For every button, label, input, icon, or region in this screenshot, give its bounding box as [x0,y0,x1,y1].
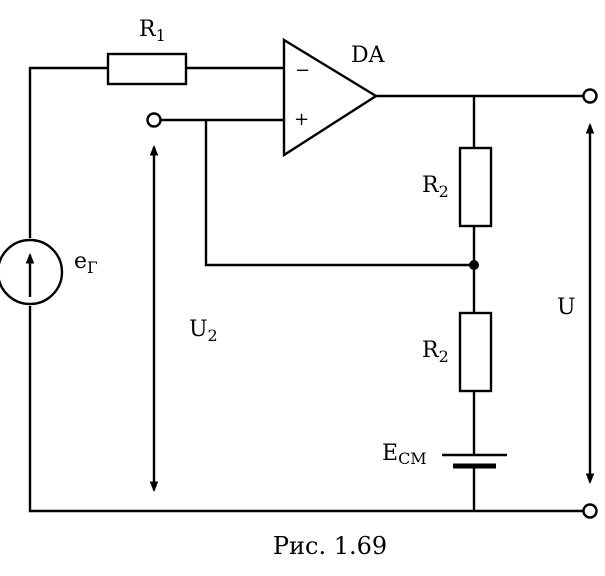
battery-ecm [442,453,507,469]
source-label: eГ [74,249,98,277]
wire-ground [28,306,583,513]
terminal-input [146,112,162,128]
wire-left-top [28,66,108,238]
terminal-output-top [582,88,598,104]
junction-node [469,260,479,270]
resistor-r2-bottom [458,311,493,393]
wire-feedback [204,120,474,267]
figure-caption: Рис. 1.69 [273,532,387,560]
resistor-r2-top [458,146,493,228]
r2-top-label: R2 [422,173,449,201]
opamp-label: DA [351,43,386,68]
opamp-plus-sign: + [294,109,309,130]
opamp-da [282,37,379,158]
opamp-minus-sign: − [295,60,310,81]
u2-label: U2 [189,317,218,345]
resistor-r1 [106,52,188,86]
u-label: U [557,295,576,320]
r2-bottom-label: R2 [422,338,449,366]
terminal-output-bottom [582,503,598,519]
battery-label: EСМ [382,441,427,468]
r1-label: R1 [139,17,166,45]
